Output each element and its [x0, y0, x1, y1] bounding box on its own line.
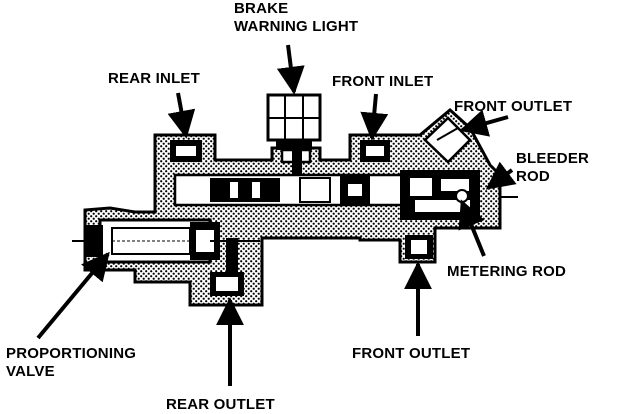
arrow-proportioning-valve — [36, 251, 110, 340]
label-proportioning-valve: PROPORTIONING VALVE — [6, 345, 136, 381]
arrow-front-inlet — [360, 93, 389, 141]
arrow-rear-inlet — [167, 92, 196, 139]
label-warning-light: WARNING LIGHT — [234, 18, 359, 35]
front-outlet-top-port — [423, 116, 472, 164]
arrow-brake-warning-light — [276, 44, 305, 95]
label-rear-outlet: REAR OUTLET — [166, 396, 275, 413]
label-valve: VALVE — [6, 363, 55, 380]
label-front-inlet: FRONT INLET — [332, 73, 434, 90]
label-bleeder-rod: BLEEDER ROD — [516, 150, 589, 186]
arrow-metering-rod — [458, 199, 486, 257]
arrow-front-outlet-top — [459, 109, 509, 137]
label-metering-rod: METERING ROD — [447, 263, 567, 280]
label-front-outlet-top: FRONT OUTLET — [454, 98, 573, 115]
label-brake-warning-light: BRAKE WARNING LIGHT — [234, 0, 358, 36]
arrow-bleeder-rod — [485, 161, 517, 190]
main-bore — [173, 173, 407, 207]
label-bleeder: BLEEDER — [516, 150, 590, 167]
label-front-outlet-bottom: FRONT OUTLET — [352, 345, 471, 362]
label-rod: ROD — [516, 168, 550, 185]
label-rear-inlet: REAR INLET — [108, 70, 200, 87]
label-proportioning: PROPORTIONING — [6, 345, 137, 362]
label-brake: BRAKE — [234, 0, 289, 17]
